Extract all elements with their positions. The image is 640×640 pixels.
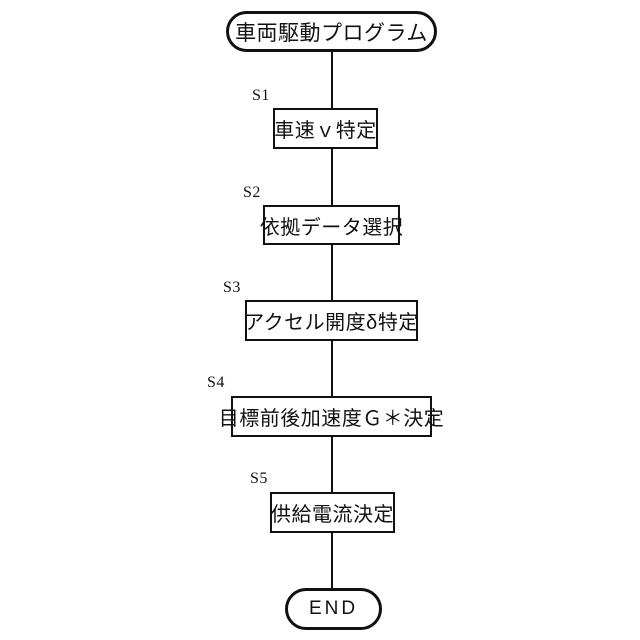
process-box-s5-label: 供給電流決定 (271, 504, 394, 526)
connector-s2-to-s3 (331, 244, 333, 301)
connector-s4-to-s5 (331, 436, 333, 493)
process-box-s1-label: 車速ｖ特定 (274, 120, 377, 142)
connector-s5-to-end (331, 532, 333, 589)
process-box-s4: 目標前後加速度Ｇ＊決定 (219, 396, 444, 437)
process-box-s5: 供給電流決定 (270, 492, 395, 533)
process-box-s1: 車速ｖ特定 (273, 108, 378, 149)
process-box-s4-label: 目標前後加速度Ｇ＊決定 (218, 408, 445, 430)
step-label-s5: S5 (250, 470, 268, 487)
process-box-s2-label: 依拠データ選択 (259, 216, 404, 239)
step-label-s3: S3 (223, 279, 241, 296)
connector-s3-to-s4 (331, 340, 333, 397)
step-label-s1: S1 (252, 87, 270, 104)
connector-start-to-s1 (331, 51, 333, 109)
step-label-s4: S4 (207, 374, 225, 391)
connector-s1-to-s2 (331, 148, 333, 206)
process-box-s3-label: アクセル開度δ特定 (244, 312, 419, 334)
step-label-s2: S2 (243, 184, 261, 201)
start-terminator: 車両駆動プログラム (226, 11, 437, 52)
process-box-s2: 依拠データ選択 (260, 205, 403, 245)
process-box-s3: アクセル開度δ特定 (244, 300, 419, 341)
start-terminator-label: 車両駆動プログラム (235, 21, 428, 45)
end-terminator: END (285, 588, 382, 630)
end-terminator-label: END (308, 598, 359, 619)
